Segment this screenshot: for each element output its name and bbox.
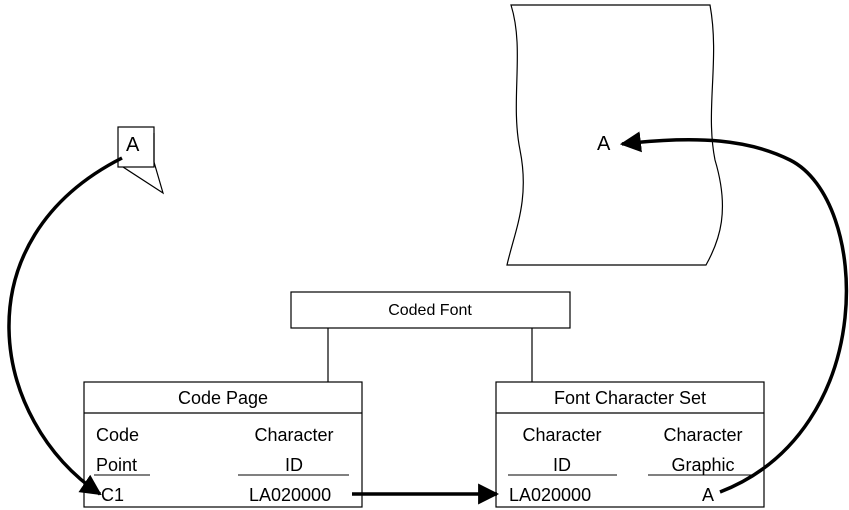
code-page-col2-header-line1: Character xyxy=(254,425,334,445)
page-glyph: A xyxy=(597,133,611,155)
code-point-value: C1 xyxy=(101,485,125,505)
character-tab-glyph: A xyxy=(126,134,140,156)
fcs-col2-header-line1: Character xyxy=(663,425,743,445)
code-page-box xyxy=(83,381,363,508)
fcs-graphic-value: A xyxy=(702,485,715,505)
code-page-col1-header-line2: Point xyxy=(96,455,138,475)
character-tab-shape xyxy=(117,126,165,195)
fcs-col1-header-line1: Character xyxy=(522,425,602,445)
coded-font-title: Coded Font xyxy=(388,302,472,319)
code-page-col1-header-line1: Code xyxy=(96,425,140,445)
arrow-graphic-to-page xyxy=(619,131,849,494)
page-shape xyxy=(506,4,724,266)
code-page-title: Code Page xyxy=(177,388,269,408)
font-character-set-box xyxy=(495,381,765,508)
code-page-col2-header-line2: ID xyxy=(285,455,303,475)
code-page-character-id-value: LA020000 xyxy=(249,485,332,505)
arrow-tab-to-code-point xyxy=(7,156,123,496)
fcs-col2-header-line2: Graphic xyxy=(671,455,735,475)
fcs-col1-header-line2: ID xyxy=(553,455,571,475)
fcs-character-id-value: LA020000 xyxy=(509,485,592,505)
coded-font-box xyxy=(290,291,571,329)
font-character-set-title: Font Character Set xyxy=(553,388,707,408)
